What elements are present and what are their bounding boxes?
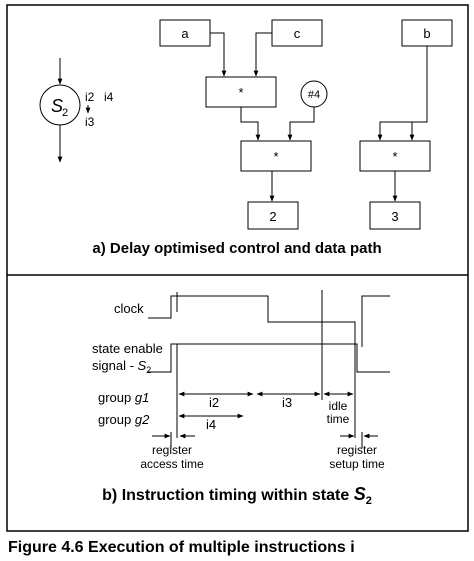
output-2-box	[247, 201, 299, 230]
multiplier-2	[240, 140, 312, 172]
multiplier-3-label: *	[392, 149, 397, 164]
figure-frame	[6, 4, 469, 532]
constant-label: #4	[308, 89, 320, 101]
figure-caption-partial: Figure 4.6 Execution of multiple instruc…	[8, 539, 355, 556]
state-out-i3: i3	[85, 115, 95, 129]
interval-i4-label: i4	[206, 417, 216, 432]
state-enable-label-2: signal - S2	[92, 358, 151, 375]
output-2-label: 2	[269, 209, 276, 224]
output-3-box	[369, 201, 421, 230]
caption-b: b) Instruction timing within state S2	[102, 484, 372, 507]
register-setup-label-2: setup time	[329, 457, 385, 471]
register-setup-label-1: register	[337, 443, 377, 457]
idle-label-2: time	[327, 412, 350, 426]
wire-c-mult1	[253, 32, 272, 77]
state-out-i4: i4	[104, 90, 114, 104]
register-access-label-1: register	[152, 443, 192, 457]
wire-mult1-mult2	[240, 107, 261, 141]
output-3-label: 3	[391, 209, 398, 224]
group-g2-label: group g2	[98, 412, 150, 427]
interval-i2-label: i2	[209, 395, 219, 410]
clock-waveform-next	[361, 295, 390, 347]
interval-i3-label: i3	[282, 395, 292, 410]
clock-waveform	[148, 295, 356, 347]
state-enable-waveform	[148, 343, 390, 373]
timing-diagram: clock state enable signal - S2 group g1 …	[92, 290, 390, 471]
clock-label: clock	[114, 301, 144, 316]
datapath: a c b * #4 * 2 * 3	[159, 19, 453, 230]
input-b-label: b	[423, 26, 430, 41]
input-a-label: a	[181, 26, 189, 41]
wire-b-mult3-left	[377, 46, 428, 141]
state-name: S	[51, 96, 63, 116]
group-g1-label: group g1	[98, 390, 149, 405]
idle-label-1: idle	[329, 399, 348, 413]
wire-a-mult1	[210, 32, 227, 77]
multiplier-1-label: *	[238, 85, 243, 100]
state-symbol: S 2 i2 i4 i3	[39, 58, 114, 163]
state-subscript: 2	[62, 107, 68, 119]
input-c-label: c	[294, 26, 301, 41]
wire-const-mult2	[287, 107, 315, 141]
state-enable-label-1: state enable	[92, 341, 163, 356]
register-access-label-2: access time	[140, 457, 204, 471]
state-out-i2: i2	[85, 90, 95, 104]
caption-a: a) Delay optimised control and data path	[92, 240, 381, 257]
multiplier-2-label: *	[273, 149, 278, 164]
